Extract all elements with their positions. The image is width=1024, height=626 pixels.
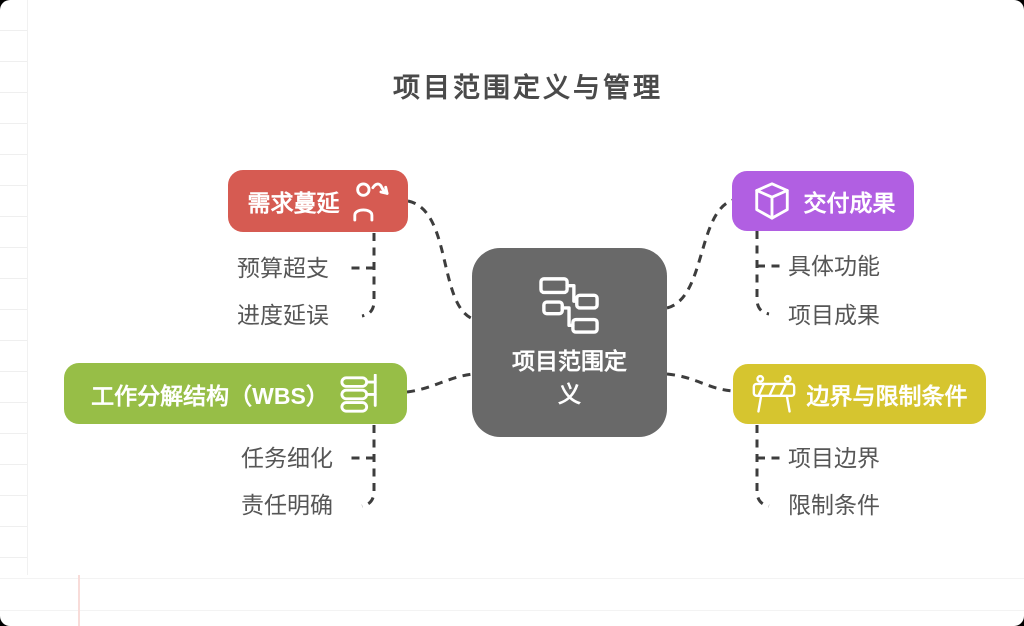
background-grid-left-divider — [27, 0, 28, 575]
connector-center-purple — [666, 198, 734, 310]
node-wbs[interactable]: 工作分解结构（WBS） — [64, 363, 407, 424]
node-deliverables[interactable]: 交付成果 — [732, 171, 914, 231]
background-grid-left — [0, 0, 27, 575]
subtopic-budget-overrun[interactable]: 预算超支 — [237, 255, 329, 281]
node-boundaries[interactable]: 边界与限制条件 — [733, 364, 986, 424]
connector-green-children — [361, 425, 376, 508]
node-scope-creep-label: 需求蔓延 — [247, 190, 340, 216]
subtopic-constraints[interactable]: 限制条件 — [788, 492, 880, 518]
background-grid-pink-line — [78, 575, 80, 626]
center-node-label: 项目范围定义 — [512, 348, 627, 407]
subtopic-clear-responsibility[interactable]: 责任明确 — [241, 492, 333, 518]
diagram-title: 项目范围定义与管理 — [393, 73, 663, 103]
connector-red-children — [361, 233, 376, 318]
subtopic-project-boundaries[interactable]: 项目边界 — [788, 445, 880, 471]
connector-yellow-children — [755, 425, 770, 508]
flowchart-icon — [538, 277, 599, 335]
node-project-scope-definition[interactable]: 项目范围定义 — [472, 248, 667, 437]
connector-center-yellow — [666, 372, 734, 393]
connector-purple-children — [755, 231, 770, 316]
wbs-list-icon — [340, 373, 377, 413]
node-scope-creep[interactable]: 需求蔓延 — [228, 170, 408, 232]
node-boundaries-label: 边界与限制条件 — [806, 383, 968, 409]
person-trend-icon — [352, 182, 389, 222]
background-grid-bottom-line — [0, 578, 1024, 579]
node-deliverables-label: 交付成果 — [803, 190, 896, 216]
subtopic-schedule-delay[interactable]: 进度延误 — [237, 302, 329, 328]
subtopic-project-outcomes[interactable]: 项目成果 — [788, 302, 880, 328]
connector-red-center — [407, 199, 474, 321]
subtopic-task-refinement[interactable]: 任务细化 — [241, 445, 333, 471]
subtopic-specific-functions[interactable]: 具体功能 — [788, 253, 880, 279]
barrier-icon — [752, 374, 795, 413]
connector-green-center — [406, 372, 474, 394]
node-wbs-label: 工作分解结构（WBS） — [91, 382, 329, 409]
cube-icon — [754, 182, 789, 220]
background-grid-bottom-line — [0, 610, 1024, 611]
